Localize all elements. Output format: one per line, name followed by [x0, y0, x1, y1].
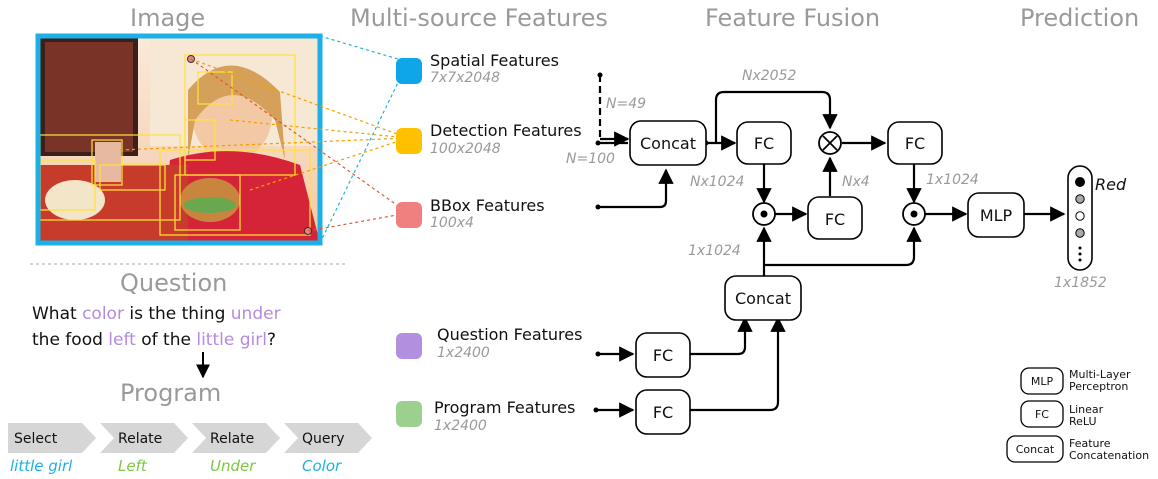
svg-text:FC: FC — [905, 134, 925, 153]
svg-text:Concatenation: Concatenation — [1069, 449, 1149, 462]
program-step-chevron — [284, 423, 372, 453]
program-step-chevron — [100, 423, 188, 453]
detection-dim: 100x2048 — [430, 141, 501, 157]
dot-product-node-2 — [902, 202, 926, 226]
svg-text:FC: FC — [653, 403, 673, 422]
dim-nx2052: Nx2052 — [742, 68, 796, 84]
svg-text:FC: FC — [754, 134, 774, 153]
bbox-swatch — [396, 202, 422, 228]
svg-text:MLP: MLP — [1031, 375, 1054, 388]
mlp-box: MLP — [967, 192, 1025, 238]
dim-1x1024-b: 1x1024 — [688, 243, 741, 259]
fusion-connections — [593, 72, 1066, 418]
question-dim: 1x2400 — [437, 345, 490, 361]
program-step-chevron — [8, 423, 96, 453]
legend-mlp: MLP Multi-Layer Perceptron — [1020, 367, 1131, 395]
svg-text:ReLU: ReLU — [1069, 415, 1097, 428]
dim-n49: N=49 — [606, 96, 646, 112]
fc-box-question: FC — [635, 332, 691, 378]
svg-text:MLP: MLP — [980, 206, 1013, 225]
dim-nx4: Nx4 — [842, 174, 870, 190]
program-step-arg: Under — [210, 457, 256, 475]
detection-swatch — [396, 128, 422, 154]
spatial-label: Spatial Features — [430, 51, 559, 70]
program-features-label: Program Features — [434, 398, 575, 417]
question-swatch — [396, 333, 422, 359]
svg-text:Concat: Concat — [640, 134, 696, 153]
program-step-arg: little girl — [10, 457, 73, 475]
dim-1x1024-a: 1x1024 — [926, 172, 979, 188]
concat-box-2: Concat — [724, 275, 802, 321]
svg-text:Perceptron: Perceptron — [1069, 380, 1128, 393]
header-fusion: Feature Fusion — [705, 4, 880, 32]
svg-text:Multi-Layer: Multi-Layer — [1069, 368, 1131, 381]
multiply-node — [818, 131, 842, 155]
question-features-label: Question Features — [437, 325, 582, 344]
question-title: Question — [120, 269, 227, 297]
fc-box-3: FC — [887, 121, 943, 165]
fc-box-program: FC — [635, 389, 691, 435]
svg-text:Linear: Linear — [1069, 403, 1104, 416]
svg-text:FC: FC — [1035, 408, 1049, 421]
concat-box-1: Concat — [629, 120, 707, 166]
svg-text:Concat: Concat — [735, 289, 791, 308]
program-swatch — [396, 401, 422, 427]
question-line-2: the food left of the little girl? — [32, 330, 276, 350]
dim-n100: N=100 — [566, 151, 615, 167]
svg-text:Feature: Feature — [1069, 437, 1111, 450]
dim-1x1852: 1x1852 — [1054, 275, 1107, 291]
output-top-unit — [1075, 177, 1085, 187]
program-step-arg: Left — [118, 457, 148, 475]
bbox-dim: 100x4 — [430, 215, 474, 231]
program-dim: 1x2400 — [434, 418, 487, 434]
program-step-op: Relate — [118, 431, 162, 447]
program-step-chevron — [192, 423, 280, 453]
program-step-op: Select — [14, 431, 58, 447]
output-vector — [1067, 165, 1093, 271]
fc-box-2: FC — [807, 196, 863, 240]
svg-text:FC: FC — [825, 210, 845, 229]
answer-label: Red — [1095, 175, 1127, 194]
svg-text:Concat: Concat — [1016, 443, 1055, 456]
program-step-op: Query — [302, 431, 345, 447]
program-step: Select little girl — [8, 423, 96, 475]
spatial-swatch — [396, 58, 422, 84]
fc-box-1: FC — [736, 121, 792, 165]
spatial-dim: 7x7x2048 — [430, 70, 500, 86]
question-line-1: What color is the thing under — [32, 304, 281, 324]
dim-nx1024: Nx1024 — [690, 174, 744, 190]
detection-label: Detection Features — [430, 121, 582, 140]
svg-text:FC: FC — [653, 346, 673, 365]
bbox-label: BBox Features — [430, 196, 545, 215]
program-title: Program — [120, 379, 221, 407]
legend: MLP Multi-Layer Perceptron FC Linear ReL… — [1006, 367, 1149, 463]
header-prediction: Prediction — [1020, 4, 1139, 32]
program-step-arg: Color — [302, 457, 342, 475]
program-step-op: Relate — [210, 431, 254, 447]
image-frame — [35, 33, 323, 246]
dot-product-node-1 — [752, 202, 776, 226]
header-image: Image — [130, 4, 205, 32]
input-image — [35, 33, 323, 246]
legend-fc: FC Linear ReLU — [1020, 400, 1104, 428]
header-features: Multi-source Features — [350, 4, 608, 32]
legend-concat: Concat Feature Concatenation — [1006, 435, 1149, 463]
